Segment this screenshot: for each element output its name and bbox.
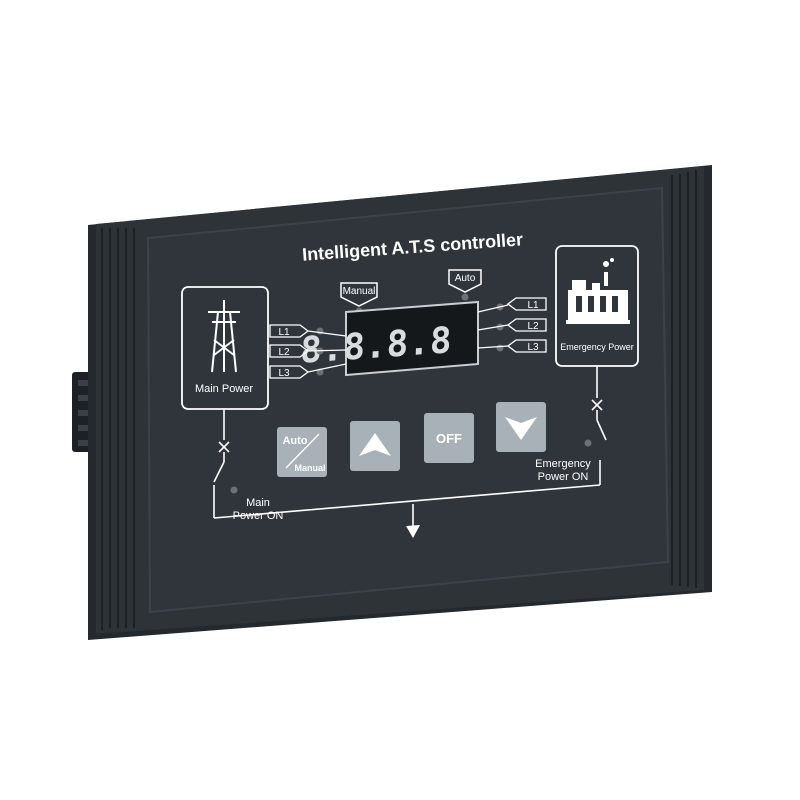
right-phase-group: L1 L2 L3 (477, 297, 547, 353)
auto-manual-button[interactable]: Auto Manual (277, 427, 327, 477)
down-button[interactable] (496, 402, 546, 452)
auto-manual-bottom-label: Manual (294, 463, 325, 473)
auto-indicator: Auto (448, 269, 482, 301)
emergency-power-on-label-line2: Power ON (538, 471, 589, 483)
main-power-block: Main Power (181, 286, 269, 410)
main-power-label: Main Power (195, 383, 253, 395)
front-face (146, 186, 670, 614)
left-phase-label: L3 (278, 368, 290, 379)
left-phase-group: L1 L2 L3 (269, 324, 347, 379)
main-power-on-led (230, 486, 238, 494)
output-arrow-icon (406, 525, 420, 538)
off-button[interactable]: OFF (424, 413, 474, 463)
transmission-tower-icon (208, 300, 240, 373)
up-arrow-icon (359, 433, 391, 456)
main-power-on-label-line2: Power ON (233, 510, 284, 522)
auto-tag-label: Auto (455, 273, 476, 284)
segment-display: 8.8.8.8 (300, 300, 479, 377)
manual-tag-label: Manual (343, 286, 376, 297)
emergency-power-on-led (584, 439, 592, 447)
auto-led (461, 293, 469, 301)
up-button[interactable] (350, 421, 400, 471)
right-l3-led (496, 344, 504, 352)
left-phase-label: L1 (278, 327, 290, 338)
emergency-power-label: Emergency Power (560, 342, 634, 352)
auto-manual-top-label: Auto (282, 435, 307, 447)
right-l2-led (496, 323, 504, 331)
off-button-label: OFF (436, 431, 462, 446)
right-phase-label: L3 (527, 342, 539, 353)
down-arrow-icon (505, 417, 537, 440)
right-phase-label: L1 (527, 300, 539, 311)
left-phase-label: L2 (278, 347, 290, 358)
rear-connector (72, 372, 92, 452)
emergency-power-on-label-line1: Emergency (535, 458, 591, 470)
right-phase-l2: L2 (496, 318, 547, 332)
main-power-on-label-line1: Main (246, 497, 270, 509)
right-phase-label: L2 (527, 321, 539, 332)
transfer-wiring-diagram (213, 366, 607, 530)
